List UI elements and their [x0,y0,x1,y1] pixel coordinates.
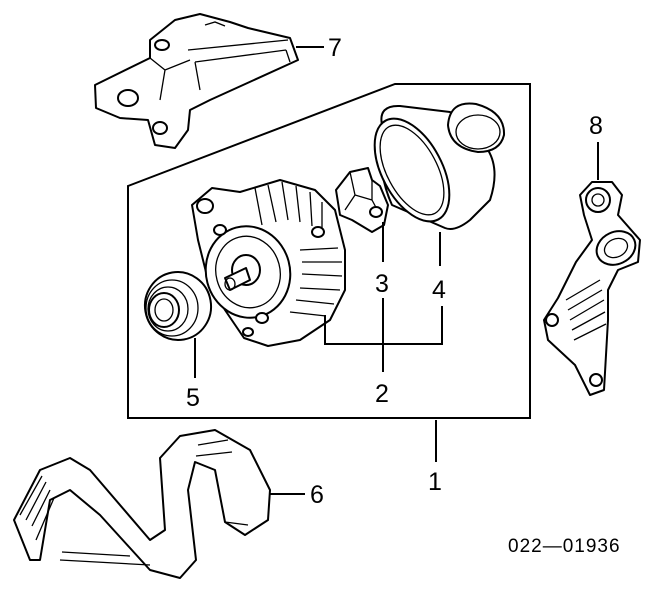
alternator-body [191,179,346,347]
pulley-part [143,271,213,341]
callout-3: 3 [375,270,389,298]
drive-belt-part [13,429,271,579]
belt-tensioner-part [543,181,641,396]
callout-8: 8 [589,112,603,140]
voltage-regulator-part [335,167,389,233]
mounting-bracket-part [94,13,299,149]
assembly-frame [127,83,531,419]
callout-5: 5 [186,384,200,412]
callout-6: 6 [310,481,324,509]
callout-1: 1 [428,468,442,496]
reference-code: 022—01936 [508,536,621,557]
alternator-cover-part [373,102,506,230]
callout-7: 7 [328,34,342,62]
callout-2: 2 [375,380,389,408]
callout-4: 4 [432,276,446,304]
